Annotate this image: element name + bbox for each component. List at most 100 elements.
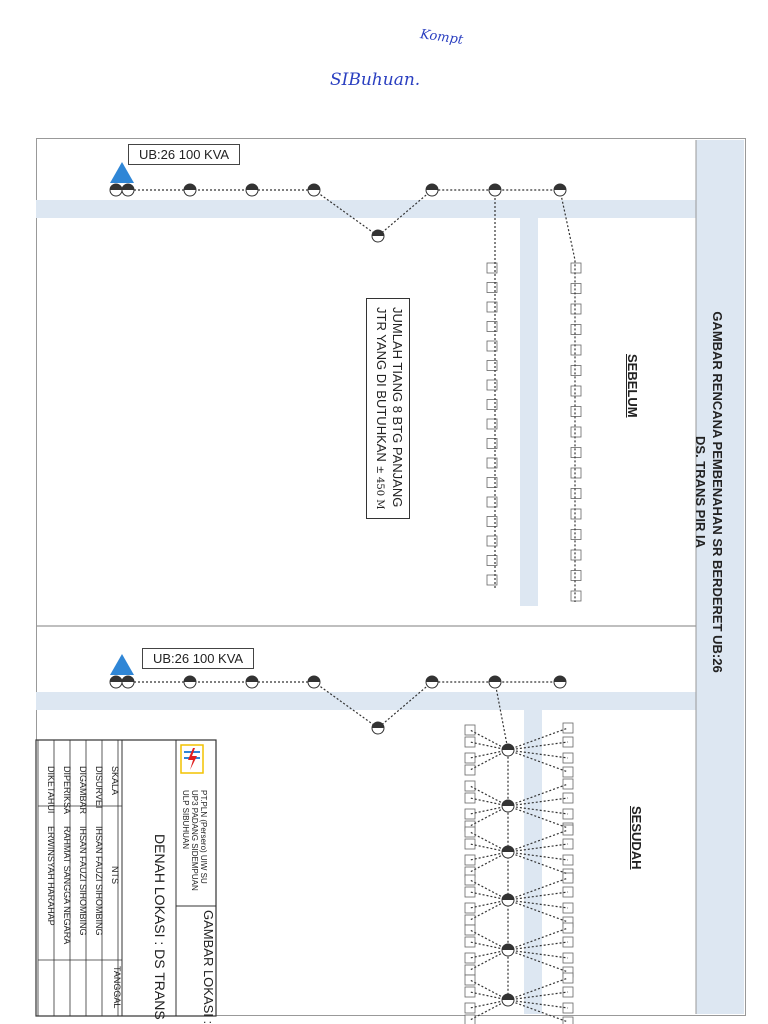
pole-before-0-fill (184, 184, 196, 190)
house-before-left-4 (486, 340, 498, 352)
section-label-after: SESUDAH (629, 806, 644, 870)
house-after-left-0-1 (464, 736, 476, 748)
title-block-gambar-lokasi: GAMBAR LOKASI : (201, 910, 216, 1024)
house-before-right-5 (570, 365, 582, 376)
house-after-right-0-0 (562, 722, 574, 734)
note-line-2-text: JTR YANG DI BUTUHKAN (374, 307, 389, 462)
house-before-left-15 (486, 555, 498, 566)
drop-right-2-0 (507, 829, 569, 853)
drop-left-0-2 (469, 749, 509, 759)
house-before-right-1 (570, 283, 582, 294)
company-line-2: UP3 PADANG SIDEMPUAN (190, 790, 199, 891)
drop-left-1-3 (469, 805, 509, 827)
house-before-right-9 (570, 447, 582, 458)
road-branch-before (520, 218, 538, 606)
title-block-denah-lokasi: DENAH LOKASI : DS TRANS (152, 834, 168, 1020)
tb-role-diketahui: DIKETAHUI (46, 766, 56, 814)
drop-left-3-2 (469, 899, 509, 909)
drop-right-1-0 (507, 783, 569, 807)
handwritten-note-sibuhuan: SIBuhuan. (330, 70, 421, 90)
house-before-left-9 (486, 438, 498, 449)
house-after-left-0-3 (464, 764, 476, 776)
house-before-left-5 (486, 360, 498, 371)
transformer-after-pole-a-fill (110, 676, 122, 682)
drop-left-4-0 (469, 929, 509, 951)
house-before-right-8 (570, 426, 582, 438)
house-before-left-0 (486, 262, 498, 274)
pole-after-branch-4-fill (502, 944, 514, 950)
house-before-left-2 (486, 301, 498, 313)
drop-right-3-0 (507, 877, 569, 901)
pole-count-note: JUMLAH TIANG 8 BTG PANJANG JTR YANG DI B… (366, 298, 410, 519)
pole-before-5-fill (554, 184, 566, 190)
transformer-after (110, 654, 134, 675)
drop-left-5-3 (469, 999, 509, 1021)
pole-after-branch-2-fill (502, 846, 514, 852)
note-line-1: JUMLAH TIANG 8 BTG PANJANG (390, 307, 405, 508)
drop-left-3-1 (469, 891, 509, 901)
house-before-right-3 (570, 324, 582, 335)
house-after-left-2-1 (464, 838, 476, 850)
note-length: ± 450 M (374, 465, 385, 510)
pole-before-4-fill (489, 184, 501, 190)
drop-right-0-0 (507, 727, 569, 751)
house-after-left-5-2 (464, 1002, 476, 1014)
company-line-3: ULP SIBUHUAN (181, 790, 190, 849)
house-after-right-2-0 (562, 824, 574, 836)
house-after-left-1-0 (464, 780, 476, 792)
house-before-left-6 (486, 379, 498, 391)
house-after-left-1-1 (464, 792, 476, 804)
house-after-right-5-0 (562, 972, 574, 984)
tb-role-digambar: DIGAMBAR (78, 766, 88, 815)
drop-left-0-3 (469, 749, 509, 771)
house-before-right-15 (570, 570, 582, 581)
drop-left-4-3 (469, 949, 509, 971)
tb-role-diperiksa: DIPERIKSA (62, 766, 72, 815)
drop-left-1-2 (469, 805, 509, 815)
house-after-left-3-3 (464, 914, 476, 926)
house-after-left-3-1 (464, 886, 476, 898)
house-before-left-3 (486, 321, 498, 332)
title-block-company: PT.PLN (Persero) UIW SU UP3 PADANG SIDEM… (181, 790, 208, 891)
drop-left-3-0 (469, 879, 509, 901)
drop-left-3-3 (469, 899, 509, 921)
house-before-right-12 (570, 508, 582, 520)
drop-right-4-0 (507, 927, 569, 951)
drop-right-1-3 (507, 805, 569, 829)
tb-name-digambar: IHSAN FAUZI SIHOMBING (78, 826, 88, 936)
house-before-right-10 (570, 467, 582, 479)
section-label-before: SEBELUM (625, 354, 640, 418)
pole-after-1-fill (246, 676, 258, 682)
pole-after-3-fill (426, 676, 438, 682)
transformer-label-after: UB:26 100 KVA (142, 648, 255, 669)
house-before-right-16 (570, 590, 582, 602)
house-after-left-3-2 (464, 902, 476, 914)
transformer-before (110, 162, 134, 183)
title-block-outer (35, 739, 217, 1017)
pole-after-2-fill (308, 676, 320, 682)
pole-after-branch-5-fill (502, 994, 514, 1000)
house-after-left-4-2 (464, 952, 476, 964)
drawing-title-line-1: GAMBAR RENCANA PEMBENAHAN SR BERDERET UB… (710, 311, 725, 673)
road-main-before (36, 200, 696, 218)
drop-right-5-3 (507, 999, 569, 1023)
pole-before-sag-fill (372, 230, 384, 236)
pole-before-2-fill (308, 184, 320, 190)
tb-name-disurvei: IHSAN FAUZI SIHOMBING (94, 826, 104, 936)
tb-name-skala: NTS (110, 866, 120, 884)
poles (109, 162, 567, 1007)
house-before-left-12 (486, 496, 498, 508)
house-after-left-2-2 (464, 854, 476, 866)
house-after-left-4-0 (464, 924, 476, 936)
house-before-right-7 (570, 406, 582, 417)
pole-after-0-fill (184, 676, 196, 682)
drawing-title: GAMBAR RENCANA PEMBENAHAN SR BERDERET UB… (692, 311, 726, 672)
pole-after-sag-fill (372, 722, 384, 728)
drop-left-2-0 (469, 831, 509, 853)
pole-after-branch-0-fill (502, 744, 514, 750)
house-after-right-3-0 (562, 872, 574, 884)
pole-after-4-fill (489, 676, 501, 682)
drop-right-2-3 (507, 851, 569, 875)
house-before-left-1 (486, 282, 498, 293)
